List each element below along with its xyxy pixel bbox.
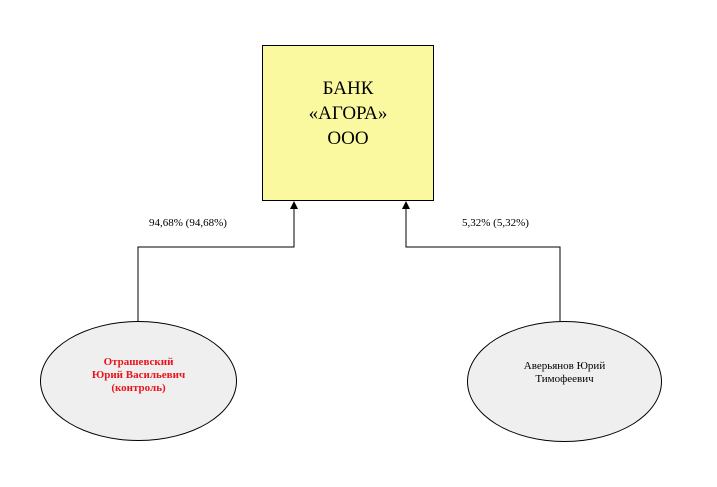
arrowhead-left-icon [290, 201, 298, 209]
connector-line-left [137, 207, 295, 321]
shareholder-left-line2: Юрий Васильевич [91, 368, 186, 381]
shareholder-node-left: Отрашевский Юрий Васильевич (контроль) [40, 321, 237, 441]
shareholder-name-left: Отрашевский Юрий Васильевич (контроль) [92, 356, 185, 395]
share-label-right: 5,32% (5,32%) [462, 217, 529, 229]
bank-name: БАНК «АГОРА» ООО [309, 76, 388, 151]
connector-line-right [405, 207, 561, 321]
shareholder-name-right: Аверьянов Юрий Тимофеевич [524, 360, 605, 386]
shareholder-left-note: (контроль) [111, 381, 166, 394]
bank-name-line2: «АГОРА» [308, 103, 388, 124]
arrowhead-right-icon [402, 201, 410, 209]
bank-node: БАНК «АГОРА» ООО [262, 45, 434, 201]
shareholder-right-line2: Тимофеевич [535, 372, 594, 385]
shareholder-right-line1: Аверьянов Юрий [523, 359, 606, 372]
shareholder-left-line1: Отрашевский [103, 355, 174, 368]
shareholder-node-right: Аверьянов Юрий Тимофеевич [467, 321, 662, 442]
share-label-left: 94,68% (94,68%) [149, 217, 227, 229]
bank-name-line3: ООО [327, 128, 369, 149]
bank-name-line1: БАНК [322, 78, 374, 99]
